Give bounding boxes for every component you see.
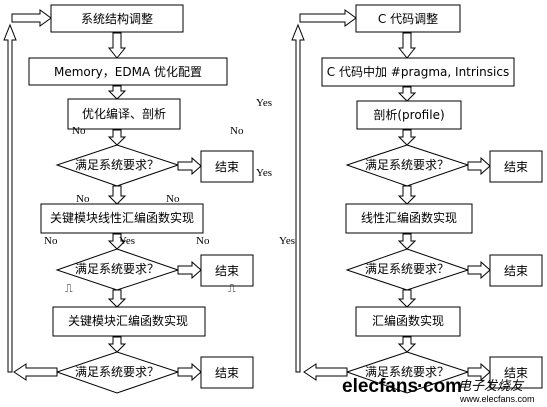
label-yes-left-1: Yes <box>256 167 272 179</box>
label-no-left-1b: No <box>230 125 244 137</box>
label-no-left-2: No <box>76 193 90 205</box>
left-step-3-label: 优化编译、剖析 <box>82 106 166 121</box>
right-arrow-4 <box>397 185 417 205</box>
right-arrow-6 <box>397 289 417 308</box>
right-yes-arrow-2 <box>467 260 491 280</box>
right-yes-arrow-1 <box>467 156 491 176</box>
watermark-logo-dot: · <box>417 376 423 397</box>
right-arrow-5 <box>397 233 417 250</box>
right-no-return-arrow <box>303 363 348 381</box>
left-return-arrow <box>3 23 17 373</box>
right-decision-3-label: 满足系统要求？ <box>365 365 449 379</box>
label-no-left-5: No <box>196 235 210 247</box>
left-end-3-label: 结束 <box>215 366 239 380</box>
right-arrow-1 <box>397 32 417 59</box>
left-end-1 <box>200 150 254 183</box>
right-arrow-2 <box>397 86 417 102</box>
watermark-chinese: 电子发烧友 <box>458 379 525 394</box>
right-step-1-label: C 代码调整 <box>378 11 438 26</box>
right-step-4-label: 线性汇编函数实现 <box>361 210 457 225</box>
right-end-3-label: 结束 <box>504 366 528 380</box>
left-arrow-1 <box>107 32 127 59</box>
label-yes-left-2: Yes <box>119 235 135 247</box>
left-decision-3 <box>55 351 180 394</box>
right-end-1 <box>489 150 543 183</box>
label-no-left-1a: No <box>72 125 86 137</box>
left-step-1-label: 系统结构调整 <box>81 11 153 26</box>
right-end-1-label: 结束 <box>504 160 528 174</box>
left-step-5 <box>52 306 206 337</box>
right-step-5 <box>355 306 461 337</box>
watermark-logo-prefix: elecfans <box>342 376 418 397</box>
left-end-2 <box>200 254 254 287</box>
left-yes-arrow-2 <box>177 260 202 280</box>
right-arrow-7 <box>397 336 417 353</box>
left-arrow-6 <box>107 289 127 308</box>
right-arrow-3 <box>397 129 417 146</box>
label-no-left-3: No <box>166 193 180 205</box>
left-end-1-label: 结束 <box>215 160 239 174</box>
right-end-2-label: 结束 <box>504 264 528 278</box>
right-yes-arrow-3 <box>467 362 491 382</box>
left-decision-3-label: 满足系统要求？ <box>75 365 159 379</box>
left-arrow-4 <box>107 185 127 205</box>
right-decision-1-label: 满足系统要求？ <box>365 158 449 172</box>
left-yes-arrow-1 <box>177 156 202 176</box>
right-step-1 <box>355 4 461 33</box>
left-step-2-label: Memory，EDMA 优化配置 <box>54 65 202 79</box>
left-step-3 <box>67 98 181 130</box>
right-entry-arrow <box>299 9 357 27</box>
left-decision-1-label: 满足系统要求？ <box>75 158 159 172</box>
left-end-2-label: 结束 <box>215 264 239 278</box>
watermark: elecfans · com 电子发烧友 www.elecfans.com <box>342 376 535 404</box>
left-entry-arrow <box>11 9 52 27</box>
left-arrow-5 <box>107 233 127 250</box>
right-end-3 <box>489 356 543 389</box>
right-step-4 <box>345 203 473 234</box>
watermark-url: www.elecfans.com <box>459 394 535 404</box>
left-step-2 <box>28 57 228 86</box>
right-step-3-label: 剖析(profile) <box>373 108 444 122</box>
left-step-4 <box>40 203 204 234</box>
right-return-arrow <box>291 23 305 373</box>
label-yes-right-1: Yes <box>279 235 295 247</box>
right-step-5-label: 汇编函数实现 <box>372 313 444 328</box>
left-step-4-label: 关键模块线性汇编函数实现 <box>50 210 194 225</box>
left-arrow-3 <box>107 129 127 146</box>
label-yes-top-mid: Yes <box>256 97 272 109</box>
right-end-2 <box>489 254 543 287</box>
right-step-2 <box>321 57 515 87</box>
left-arrow-7 <box>107 336 127 353</box>
left-end-3 <box>200 356 254 389</box>
right-decision-2-label: 满足系统要求？ <box>365 262 449 276</box>
left-no-return-arrow <box>13 363 58 381</box>
mark-left: ⎍ <box>65 283 73 295</box>
left-arrow-2 <box>107 85 127 100</box>
mark-right: ⎍ <box>228 283 236 295</box>
left-step-1 <box>50 4 184 33</box>
left-decision-2-label: 满足系统要求？ <box>75 262 159 276</box>
left-step-5-label: 关键模块汇编函数实现 <box>68 313 188 328</box>
right-decision-3 <box>345 351 470 394</box>
watermark-logo-suffix: com <box>423 376 462 397</box>
left-yes-arrow-3 <box>177 362 202 382</box>
right-step-3 <box>356 100 462 130</box>
right-step-2-label: C 代码中加 #pragma, Intrinsics <box>327 64 509 79</box>
label-no-left-4: No <box>44 235 58 247</box>
